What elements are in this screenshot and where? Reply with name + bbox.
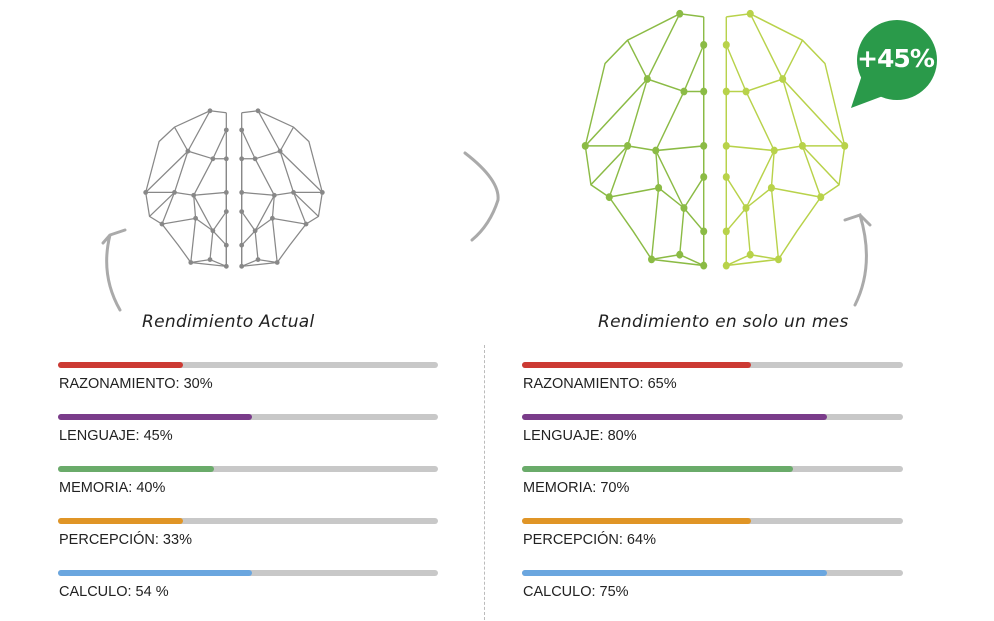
progress-fill — [522, 414, 827, 420]
progress-fill — [58, 466, 214, 472]
bar-label: MEMORIA: 70% — [523, 480, 630, 496]
bar-label: LENGUAJE: 80% — [523, 428, 637, 444]
current-title: Rendimiento Actual — [142, 312, 315, 332]
bar-label: LENGUAJE: 45% — [59, 428, 173, 444]
progress-bar — [522, 518, 903, 524]
brain-improved-icon — [580, 9, 850, 271]
divider — [484, 345, 485, 620]
bar-label: CALCULO: 54 % — [59, 584, 169, 600]
progress-fill — [58, 570, 252, 576]
bar-label: RAZONAMIENTO: 30% — [59, 376, 213, 392]
progress-fill — [58, 362, 184, 368]
progress-fill — [522, 362, 751, 368]
bar-label: RAZONAMIENTO: 65% — [523, 376, 677, 392]
progress-fill — [58, 518, 184, 524]
bar-label: MEMORIA: 40% — [59, 480, 166, 496]
progress-fill — [522, 466, 793, 472]
bar-label: CALCULO: 75% — [523, 584, 629, 600]
arrow-up-right-icon — [843, 213, 872, 307]
progress-bar — [522, 414, 903, 420]
progress-bar — [522, 570, 903, 576]
progress-bar — [522, 466, 903, 472]
progress-bar — [58, 518, 438, 524]
badge-text: +45% — [857, 44, 935, 73]
progress-bar — [522, 362, 903, 368]
month-title: Rendimiento en solo un mes — [598, 312, 849, 332]
progress-fill — [58, 414, 252, 420]
progress-bar — [58, 362, 438, 368]
arrow-right-icon — [463, 151, 500, 242]
progress-fill — [522, 518, 751, 524]
arrow-up-left-icon — [101, 228, 127, 312]
progress-bar — [58, 414, 438, 420]
progress-bar — [58, 570, 438, 576]
bar-label: PERCEPCIÓN: 64% — [523, 532, 656, 548]
progress-fill — [522, 570, 827, 576]
bar-label: PERCEPCIÓN: 33% — [59, 532, 192, 548]
brain-current-icon — [142, 107, 326, 270]
improvement-badge: +45% — [848, 20, 943, 108]
progress-bar — [58, 466, 438, 472]
